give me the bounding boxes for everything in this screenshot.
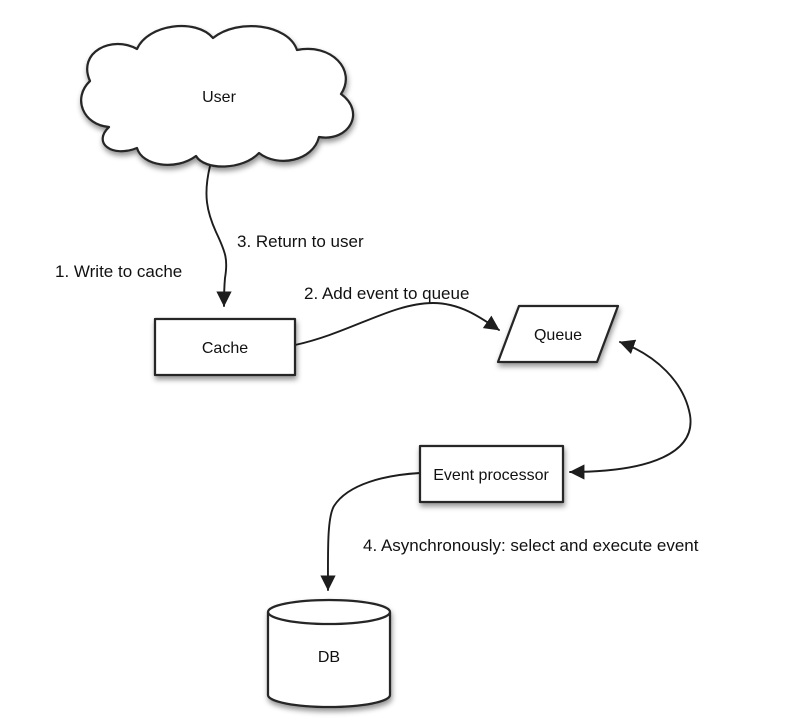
annotation-step-2: 2. Add event to queue [304,284,469,303]
node-db-label: DB [318,649,340,666]
annotation-step-1: 1. Write to cache [55,262,182,281]
node-cache-box [153,317,297,377]
annotation-step-4: 4. Asynchronously: select and execute ev… [363,536,699,555]
edge-event-processor-to-db [320,472,421,591]
node-user-cloud [80,25,355,168]
node-queue-label: Queue [534,327,582,344]
edge-queue-event-processor-double-arrow [569,339,692,480]
annotation-step-3: 3. Return to user [237,232,364,251]
node-event-processor-label: Event processor [433,467,549,484]
node-queue-parallelogram [496,304,620,364]
node-cache-label: Cache [202,340,248,357]
edge-user-to-cache [205,165,232,307]
node-db-cylinder [266,598,392,709]
edge-cache-to-queue [294,302,500,346]
node-event-processor-box [418,444,565,504]
node-user-label: User [202,89,236,106]
